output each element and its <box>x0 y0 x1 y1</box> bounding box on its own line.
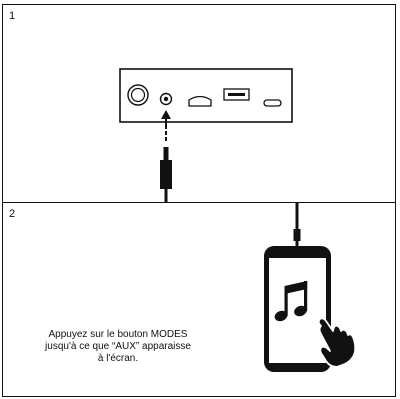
pointing-hand-icon <box>317 317 357 368</box>
device-connection-illustration <box>119 68 293 205</box>
step-number: 1 <box>9 10 16 22</box>
step-number: 2 <box>9 208 16 220</box>
caption-line: à l'écran. <box>97 353 139 364</box>
sd-card-slot-icon <box>188 95 212 107</box>
smartphone-icon <box>264 246 331 372</box>
step-2-panel: 2 Appuyez sur le bouton MODES jusqu'à ce… <box>2 202 396 397</box>
caption-line: jusqu'à ce que “AUX” apparaisse <box>45 341 191 352</box>
music-note-icon <box>274 281 308 322</box>
aux-plug-icon <box>160 147 172 205</box>
caption-line: Appuyez sur le bouton MODES <box>48 329 188 340</box>
usb-c-port-icon <box>263 99 282 107</box>
aux-jack-port-icon <box>159 92 173 106</box>
step-1-panel: 1 <box>2 4 396 205</box>
instruction-caption: Appuyez sur le bouton MODES jusqu'à ce q… <box>33 329 203 365</box>
insert-arrow-icon <box>161 110 171 141</box>
round-button-icon <box>127 84 149 106</box>
usb-a-port-icon <box>223 88 250 101</box>
phone-illustration <box>264 203 357 372</box>
aux-cable-icon <box>293 203 301 247</box>
